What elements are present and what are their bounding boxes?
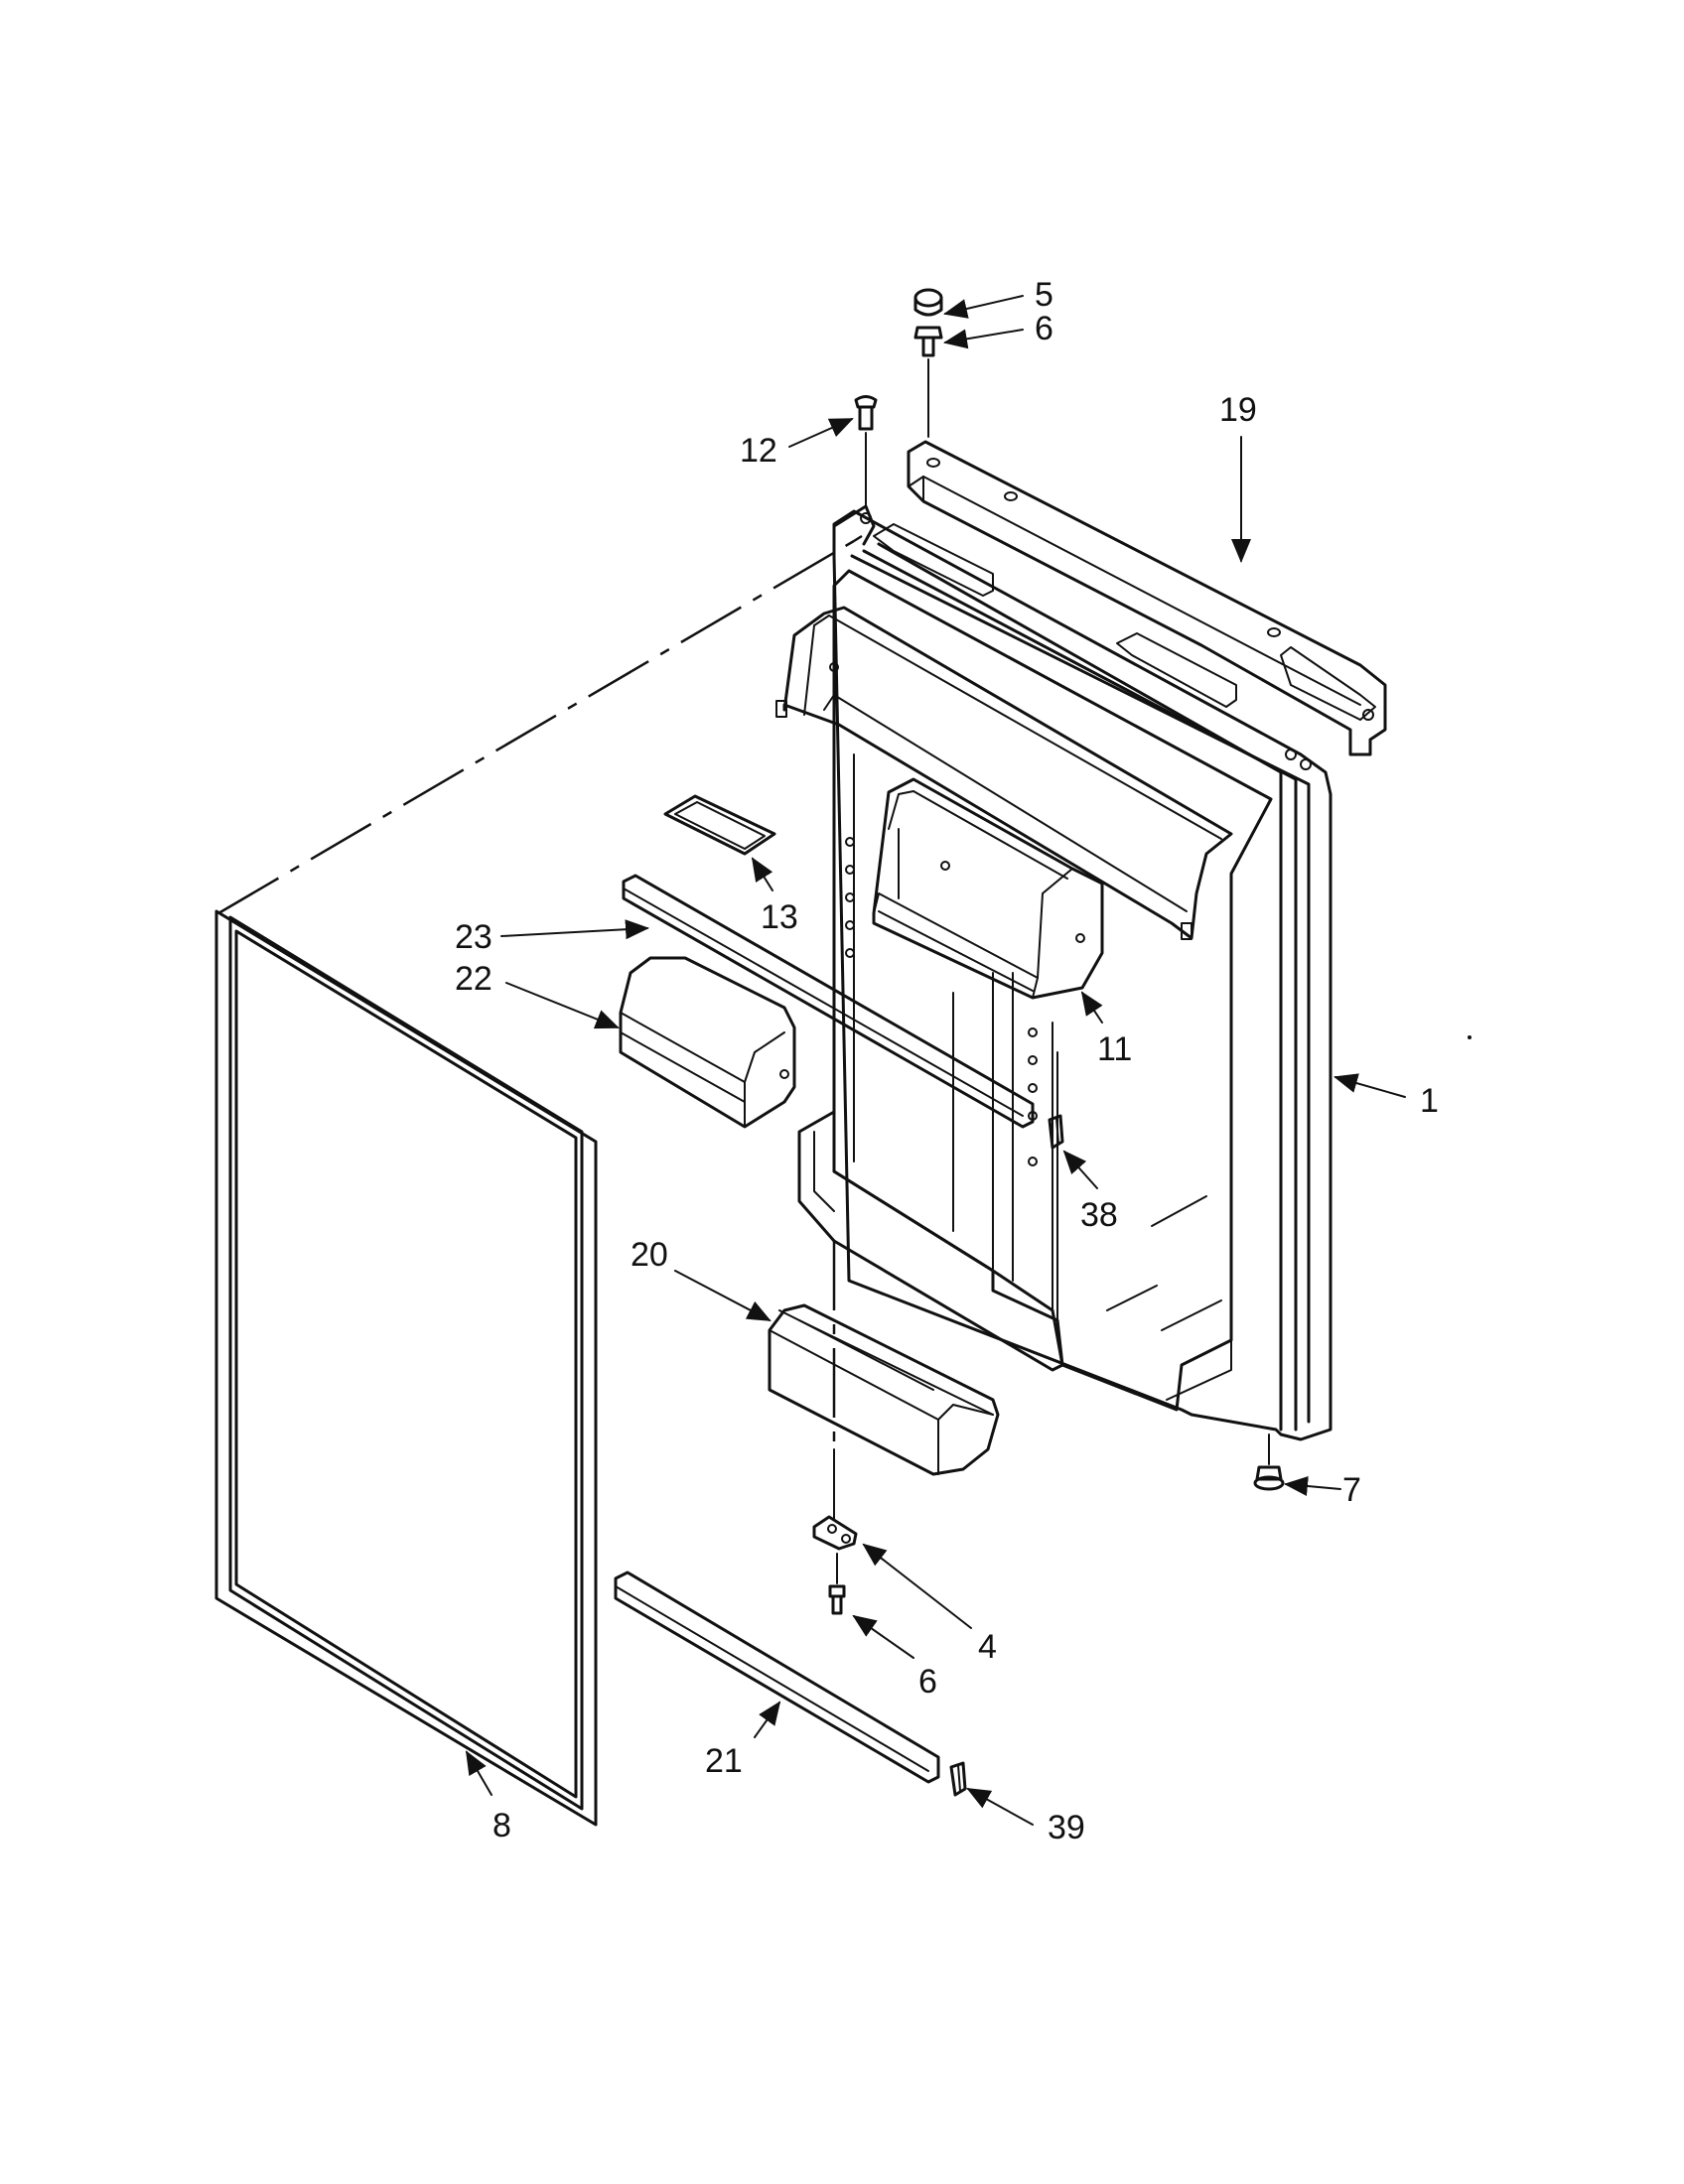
dairy-door-compartment — [872, 777, 1104, 1000]
screw-top — [913, 326, 943, 438]
small-pad — [663, 794, 776, 856]
callout-21: 21 — [705, 1742, 743, 1780]
end-cap — [949, 1761, 967, 1797]
leader-arrows — [465, 295, 1406, 1826]
callout-labels: 5 6 19 12 13 23 22 11 1 38 20 7 4 6 21 3… — [455, 276, 1439, 1846]
callout-11: 11 — [1097, 1030, 1132, 1068]
bottom-hinge — [812, 1448, 858, 1551]
callout-39: 39 — [1048, 1809, 1085, 1846]
callout-13: 13 — [761, 898, 798, 936]
shelf-rail-upper — [622, 874, 1035, 1129]
callout-12: 12 — [740, 432, 777, 470]
door-top-trim — [873, 523, 1237, 708]
callout-20: 20 — [631, 1236, 668, 1274]
lower-door-bin — [768, 1303, 1000, 1476]
callout-19: 19 — [1219, 391, 1257, 429]
callout-5: 5 — [1035, 276, 1053, 314]
hinge-pin — [854, 395, 878, 507]
callout-23: 23 — [455, 918, 492, 956]
callout-38: 38 — [1080, 1196, 1118, 1234]
stray-dot — [1468, 1035, 1472, 1039]
utility-compartment — [619, 956, 796, 1129]
callout-4: 4 — [978, 1628, 997, 1666]
upper-door-shelf — [775, 606, 1233, 940]
callout-7: 7 — [1342, 1471, 1361, 1509]
door-gasket — [214, 909, 598, 1827]
shelf-adjust-holes — [845, 837, 1038, 1166]
callout-1: 1 — [1420, 1082, 1439, 1120]
callout-6-top: 6 — [1035, 310, 1053, 347]
door-cap — [907, 440, 1387, 756]
cabinet-outline — [217, 534, 863, 1449]
bottom-trim-strip — [614, 1570, 940, 1784]
hinge-cap — [913, 288, 943, 317]
door-liner — [797, 504, 1333, 1441]
callout-22: 22 — [455, 960, 492, 998]
door-glide — [1253, 1433, 1285, 1491]
callout-8: 8 — [492, 1807, 511, 1844]
callout-6-bottom: 6 — [918, 1663, 937, 1701]
screw-bottom — [828, 1553, 846, 1615]
shelf-clip — [1048, 1114, 1064, 1150]
